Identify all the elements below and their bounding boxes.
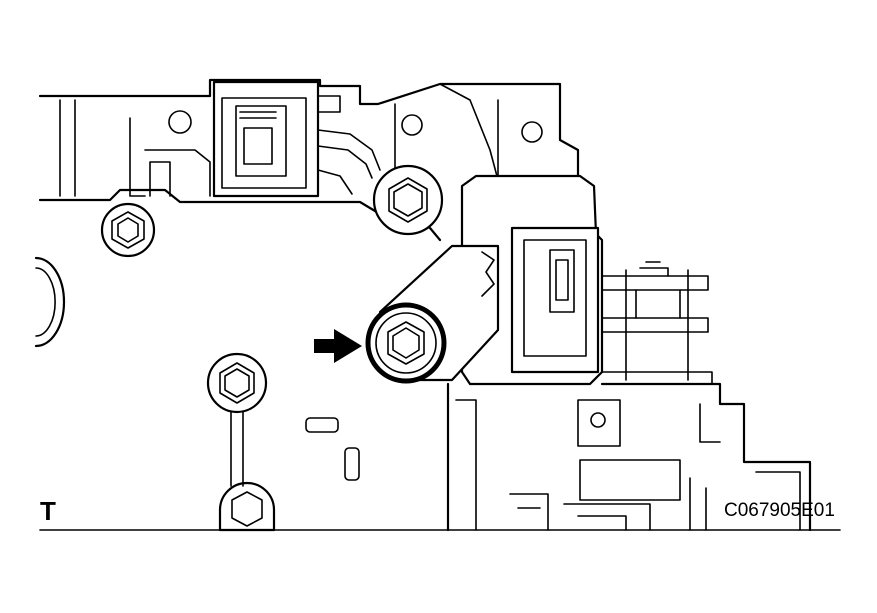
- bolt-upper-center: [372, 164, 444, 236]
- left-edge-arc: [34, 256, 66, 348]
- target-bolt: [365, 302, 447, 384]
- bolt-mid-left: [206, 352, 268, 414]
- bolt-upper-left: [100, 202, 156, 258]
- bolt-hole: [521, 121, 543, 143]
- slot: [344, 447, 360, 481]
- corner-label: T: [40, 496, 56, 526]
- highlight-ring: [365, 302, 447, 384]
- arrow-right-icon: [314, 329, 362, 363]
- figure-code: C067905E01: [724, 500, 835, 521]
- slot: [305, 417, 339, 433]
- bolt-hole: [168, 110, 192, 134]
- harness-bracket: [317, 129, 381, 195]
- connecting-rod: [230, 411, 244, 487]
- bolt-lower-left: [218, 481, 276, 532]
- lower-housing: [446, 382, 812, 532]
- bolt-hole: [590, 412, 606, 428]
- valve-spool: [601, 261, 713, 385]
- upper-connector: [212, 80, 341, 198]
- bolt-hole: [401, 114, 423, 136]
